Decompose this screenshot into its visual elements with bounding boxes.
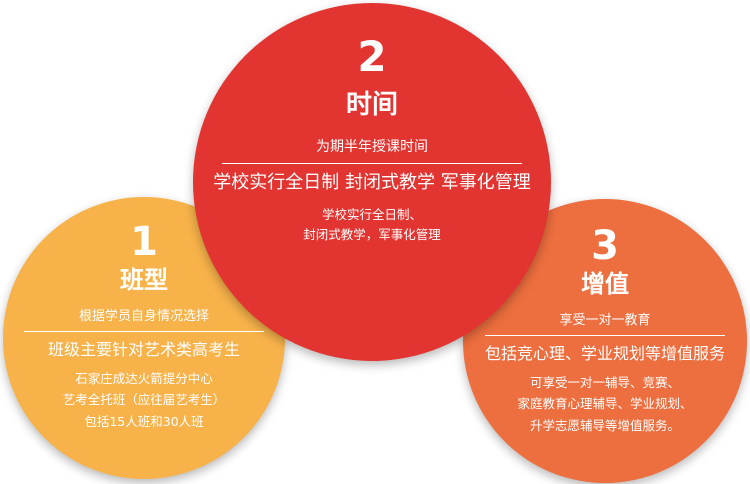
class-type-block: 1 班型 根据学员自身情况选择 班级主要针对艺术类高考生 石家庄成达火箭提分中心… <box>3 222 285 432</box>
time-title: 时间 <box>345 90 398 120</box>
value-added-number: 3 <box>591 223 619 269</box>
value-added-divider <box>485 335 725 336</box>
class-type-divider <box>24 331 264 332</box>
time-headline: 学校实行全日制 封闭式教学 军事化管理 <box>213 172 531 193</box>
time-body-line: 封闭式教学，军事化管理 <box>303 227 441 242</box>
class-type-number: 1 <box>130 219 158 265</box>
time-divider <box>222 163 522 164</box>
value-added-title: 增值 <box>581 270 629 298</box>
class-type-subtitle: 根据学员自身情况选择 <box>78 309 209 324</box>
value-added-body-line: 可享受一对一辅导、竞赛、 <box>529 375 680 390</box>
time-number: 2 <box>357 32 387 81</box>
class-type-body-line: 包括15人班和30人班 <box>84 413 204 429</box>
class-type-body-line: 石家庄成达火箭提分中心 <box>75 371 213 386</box>
time-body: 学校实行全日制、 封闭式教学，军事化管理 <box>193 205 551 245</box>
value-added-body-line: 升学志愿辅导等增值服务。 <box>529 417 680 433</box>
time-block: 2 时间 为期半年授课时间 学校实行全日制 封闭式教学 军事化管理 学校实行全日… <box>193 36 551 245</box>
class-type-body: 石家庄成达火箭提分中心 艺考全托班（应往届艺考生） 包括15人班和30人班 <box>3 368 285 432</box>
class-type-body-line: 艺考全托班（应往届艺考生） <box>62 392 226 408</box>
value-added-body: 可享受一对一辅导、竞赛、 家庭教育心理辅导、学业规划、 升学志愿辅导等增值服务。 <box>463 372 747 436</box>
class-type-title: 班型 <box>120 266 168 294</box>
class-type-headline: 班级主要针对艺术类高考生 <box>47 340 240 359</box>
value-added-block: 3 增值 享受一对一教育 包括竞心理、学业规划等增值服务 可享受一对一辅导、竞赛… <box>463 226 747 436</box>
time-subtitle: 为期半年授课时间 <box>316 139 428 155</box>
circle-time <box>193 3 551 361</box>
value-added-body-line: 家庭教育心理辅导、学业规划、 <box>517 396 693 412</box>
value-added-subtitle: 享受一对一教育 <box>559 313 651 328</box>
time-body-line: 学校实行全日制、 <box>321 207 422 222</box>
value-added-headline: 包括竞心理、学业规划等增值服务 <box>484 344 725 363</box>
